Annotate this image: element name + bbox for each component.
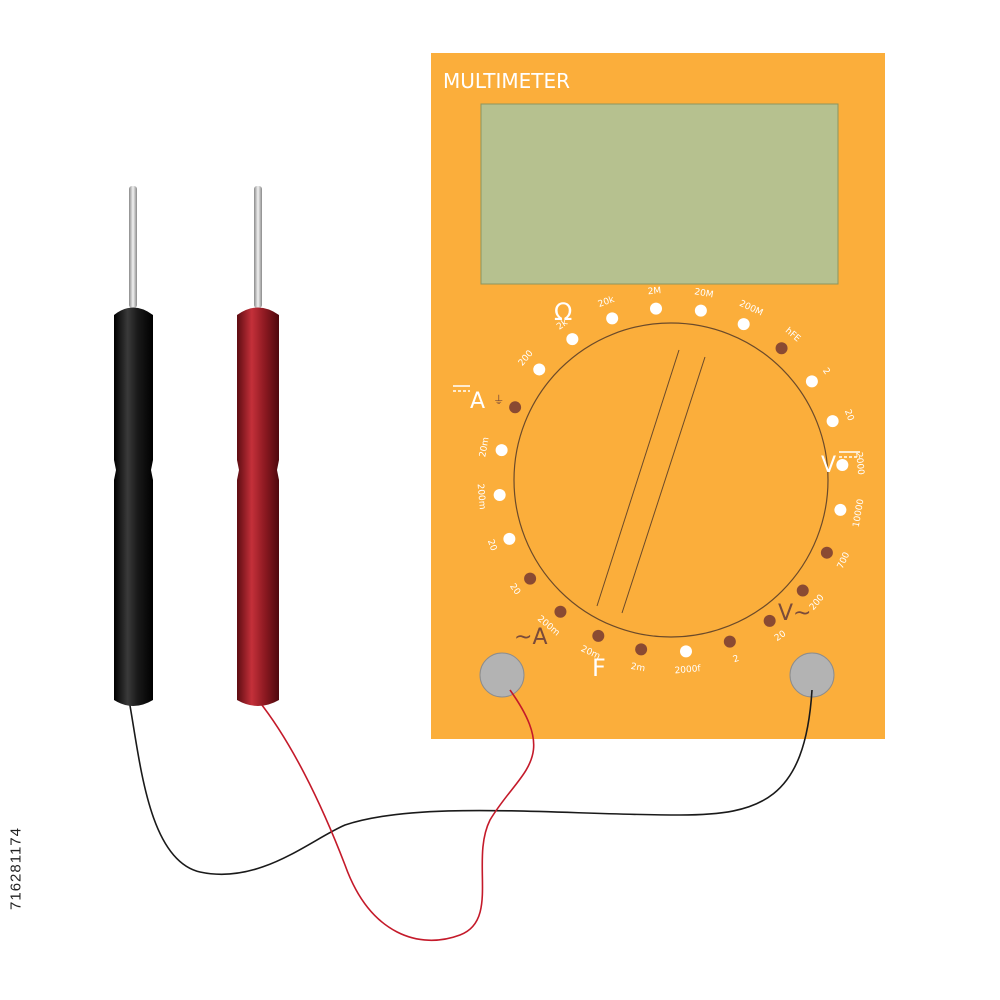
ac-amp-label: A bbox=[532, 625, 547, 650]
dial-label: 20M bbox=[693, 287, 714, 300]
dial-dot[interactable] bbox=[820, 546, 833, 559]
dc-amp-label: A bbox=[470, 389, 485, 414]
dial-dot[interactable] bbox=[606, 312, 619, 325]
red-probe-handle bbox=[237, 307, 279, 706]
black-probe-handle bbox=[114, 307, 153, 706]
dial-dot[interactable] bbox=[796, 584, 809, 597]
dial-label: 20 bbox=[842, 408, 855, 422]
dial-dot[interactable] bbox=[723, 635, 736, 648]
side-id-label: 716281174 bbox=[7, 827, 25, 910]
dial-dot[interactable] bbox=[503, 532, 516, 545]
black-probe-wire bbox=[128, 689, 813, 876]
dial-label: 2000f bbox=[674, 664, 702, 676]
dial-dot[interactable] bbox=[533, 363, 546, 376]
ac-amp-symbol: ~A bbox=[514, 625, 548, 650]
dial-label: 20 bbox=[485, 538, 498, 552]
dial-label: 2 bbox=[820, 366, 831, 376]
dial-label: 200m bbox=[475, 483, 487, 510]
dial-dot[interactable] bbox=[694, 304, 707, 317]
dc-volt-label: V bbox=[821, 453, 836, 478]
dc-amp-symbol: A bbox=[453, 385, 485, 414]
ohm-symbol: Ω bbox=[554, 298, 572, 326]
dc-volt-symbol: V bbox=[821, 451, 860, 478]
dial-dot[interactable] bbox=[495, 444, 508, 457]
dial-label: 20m bbox=[478, 436, 491, 458]
dial-dot[interactable] bbox=[650, 302, 663, 315]
dial-dot[interactable] bbox=[592, 629, 605, 642]
red-test-probe[interactable] bbox=[237, 186, 279, 706]
dial-dot[interactable] bbox=[826, 415, 839, 428]
dial-dot[interactable] bbox=[834, 503, 847, 516]
dial-label: 2000 bbox=[853, 452, 865, 476]
dial-dot[interactable] bbox=[737, 318, 750, 331]
dial-dot[interactable] bbox=[554, 605, 567, 618]
dial-dot[interactable] bbox=[635, 643, 648, 656]
dial-dot[interactable] bbox=[493, 488, 506, 501]
dial-dot[interactable] bbox=[509, 401, 522, 414]
dial-dot[interactable] bbox=[775, 342, 788, 355]
lcd-display bbox=[480, 103, 839, 285]
side-id-text: 716281174 bbox=[4, 772, 28, 972]
black-test-probe[interactable] bbox=[114, 186, 153, 706]
dial-label: 2m bbox=[630, 662, 646, 674]
ac-volt-symbol: V~ bbox=[778, 601, 811, 626]
com-jack[interactable] bbox=[479, 652, 525, 698]
red-probe-wire bbox=[257, 689, 535, 942]
diode-icon: ⏚ bbox=[493, 394, 504, 407]
dial-dot[interactable] bbox=[763, 614, 776, 627]
dial-dot[interactable] bbox=[679, 645, 692, 658]
rotary-selector-knob[interactable] bbox=[513, 322, 829, 638]
black-probe-tip bbox=[129, 186, 137, 308]
dial-dot[interactable] bbox=[566, 333, 579, 346]
dial-dot[interactable] bbox=[805, 375, 818, 388]
dial-dot[interactable] bbox=[524, 572, 537, 585]
farad-symbol: F bbox=[592, 654, 606, 682]
dial-label: 2 bbox=[732, 654, 741, 665]
dial-dot[interactable] bbox=[836, 459, 849, 472]
red-probe-tip bbox=[254, 186, 262, 308]
dial-label: 10000 bbox=[852, 498, 867, 528]
dial-label: 2M bbox=[647, 286, 661, 297]
multimeter-title: MULTIMETER bbox=[443, 69, 570, 93]
